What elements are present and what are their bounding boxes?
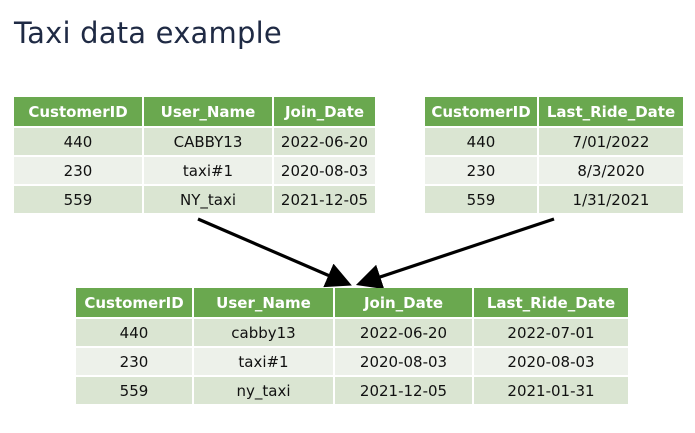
- table-cell: 440: [76, 319, 192, 346]
- table-row: 559 ny_taxi 2021-12-05 2021-01-31: [76, 377, 628, 404]
- arrow-right: [355, 217, 555, 290]
- table-cell: 559: [76, 377, 192, 404]
- table-row: 440 cabby13 2022-06-20 2022-07-01: [76, 319, 628, 346]
- table-row: 440 7/01/2022: [425, 128, 683, 155]
- table-cell: 2022-07-01: [474, 319, 628, 346]
- arrow-left: [197, 217, 352, 288]
- rides-table: CustomerID Last_Ride_Date 440 7/01/2022 …: [423, 95, 685, 215]
- page-title: Taxi data example: [14, 16, 282, 50]
- table-row: 230 taxi#1 2020-08-03: [14, 157, 375, 184]
- column-header: Last_Ride_Date: [474, 288, 628, 317]
- merged-table: CustomerID User_Name Join_Date Last_Ride…: [74, 286, 630, 406]
- column-header: Last_Ride_Date: [539, 97, 683, 126]
- table-header-row: CustomerID Last_Ride_Date: [425, 97, 683, 126]
- table-cell: NY_taxi: [144, 186, 272, 213]
- table-cell: 7/01/2022: [539, 128, 683, 155]
- customer-table: CustomerID User_Name Join_Date 440 CABBY…: [12, 95, 377, 215]
- table-row: 559 1/31/2021: [425, 186, 683, 213]
- table-cell: 2020-08-03: [474, 348, 628, 375]
- table-cell: 8/3/2020: [539, 157, 683, 184]
- table-cell: 2021-12-05: [274, 186, 375, 213]
- table-cell: 2020-08-03: [335, 348, 472, 375]
- table-cell: CABBY13: [144, 128, 272, 155]
- table-header-row: CustomerID User_Name Join_Date: [14, 97, 375, 126]
- table-cell: 2021-01-31: [474, 377, 628, 404]
- table-cell: ny_taxi: [194, 377, 333, 404]
- column-header: CustomerID: [76, 288, 192, 317]
- column-header: User_Name: [194, 288, 333, 317]
- table-row: 230 taxi#1 2020-08-03 2020-08-03: [76, 348, 628, 375]
- table-cell: taxi#1: [144, 157, 272, 184]
- column-header: Join_Date: [335, 288, 472, 317]
- table-cell: cabby13: [194, 319, 333, 346]
- table-row: 440 CABBY13 2022-06-20: [14, 128, 375, 155]
- table-row: 230 8/3/2020: [425, 157, 683, 184]
- table-cell: 559: [14, 186, 142, 213]
- table-cell: 230: [14, 157, 142, 184]
- column-header: CustomerID: [425, 97, 537, 126]
- column-header: User_Name: [144, 97, 272, 126]
- table-cell: 440: [425, 128, 537, 155]
- table-cell: 559: [425, 186, 537, 213]
- table-cell: taxi#1: [194, 348, 333, 375]
- table-cell: 2022-06-20: [274, 128, 375, 155]
- table-cell: 440: [14, 128, 142, 155]
- column-header: CustomerID: [14, 97, 142, 126]
- table-cell: 2021-12-05: [335, 377, 472, 404]
- table-cell: 2022-06-20: [335, 319, 472, 346]
- column-header: Join_Date: [274, 97, 375, 126]
- table-cell: 230: [76, 348, 192, 375]
- table-cell: 2020-08-03: [274, 157, 375, 184]
- table-cell: 230: [425, 157, 537, 184]
- table-cell: 1/31/2021: [539, 186, 683, 213]
- table-header-row: CustomerID User_Name Join_Date Last_Ride…: [76, 288, 628, 317]
- table-row: 559 NY_taxi 2021-12-05: [14, 186, 375, 213]
